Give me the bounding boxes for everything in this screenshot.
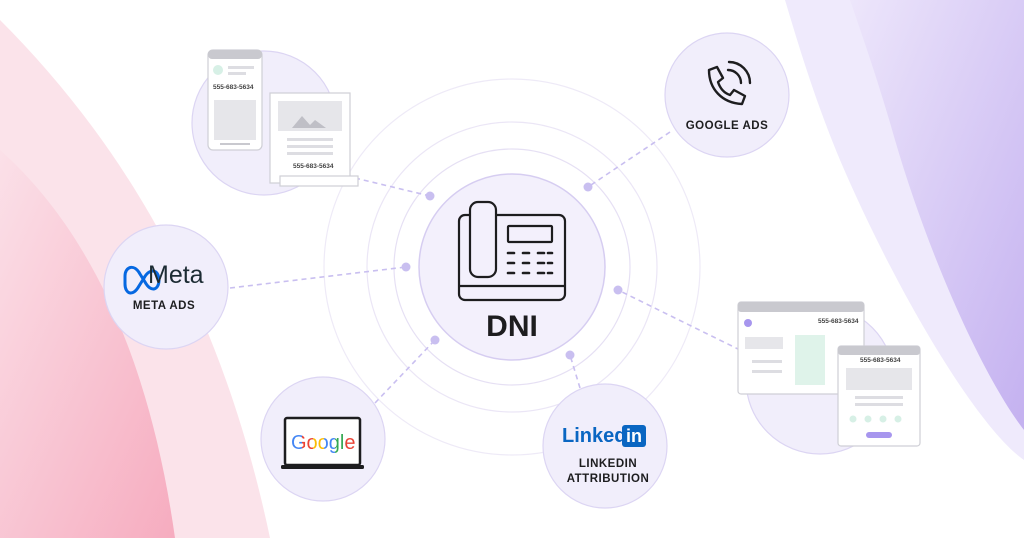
- dni-label: DNI: [486, 310, 538, 343]
- purple-wave: [850, 0, 1024, 430]
- desk-phone-icon: [457, 200, 567, 302]
- laptop-icon: [281, 416, 364, 469]
- meta-ads-node: [103, 224, 229, 350]
- connector-website: [617, 289, 741, 351]
- linkedin-in-badge: in: [622, 425, 646, 447]
- mobile-page-mockup: [207, 49, 263, 151]
- desktop-phone-number: 555-683-5634: [818, 318, 859, 325]
- connector-linkedin: [569, 354, 581, 389]
- connector-google: [374, 339, 436, 404]
- pink-wave: [0, 150, 175, 538]
- linkedin-attribution-label: LINKEDIN ATTRIBUTION: [550, 457, 666, 487]
- linkedin-logo-text: Linked: [562, 425, 627, 447]
- mobile-site-mockup: [837, 345, 921, 447]
- connector-print: [354, 177, 431, 197]
- mobile-phone-number: 555-683-5634: [213, 84, 254, 91]
- print-ad-mockup: [269, 92, 359, 187]
- connector-dots: [401, 182, 623, 360]
- ring-inner: [393, 148, 631, 386]
- google-ads-label: GOOGLE ADS: [685, 120, 769, 132]
- connector-google-ads: [587, 131, 671, 188]
- mobile-site-phone-number: 555-683-5634: [860, 357, 901, 364]
- google-logo-text-value: Google: [291, 432, 356, 454]
- meta-infinity-icon: [123, 265, 161, 295]
- linkedin-label-line2: ATTRIBUTION: [566, 473, 650, 485]
- phone-call-icon: [707, 60, 752, 106]
- meta-ads-label: META ADS: [132, 300, 196, 312]
- linkedin-label-line1: LINKEDIN: [578, 458, 638, 470]
- print-phone-number: 555-683-5634: [293, 163, 334, 170]
- dni-node: [418, 173, 606, 361]
- connectors: [229, 131, 741, 404]
- ring-middle: [366, 121, 658, 413]
- google-logo-text: Google: [291, 432, 356, 455]
- ring-outer: [323, 78, 701, 456]
- connector-meta: [229, 266, 407, 289]
- linkedin-node: [542, 383, 668, 509]
- meta-logo-text: Meta: [148, 261, 204, 289]
